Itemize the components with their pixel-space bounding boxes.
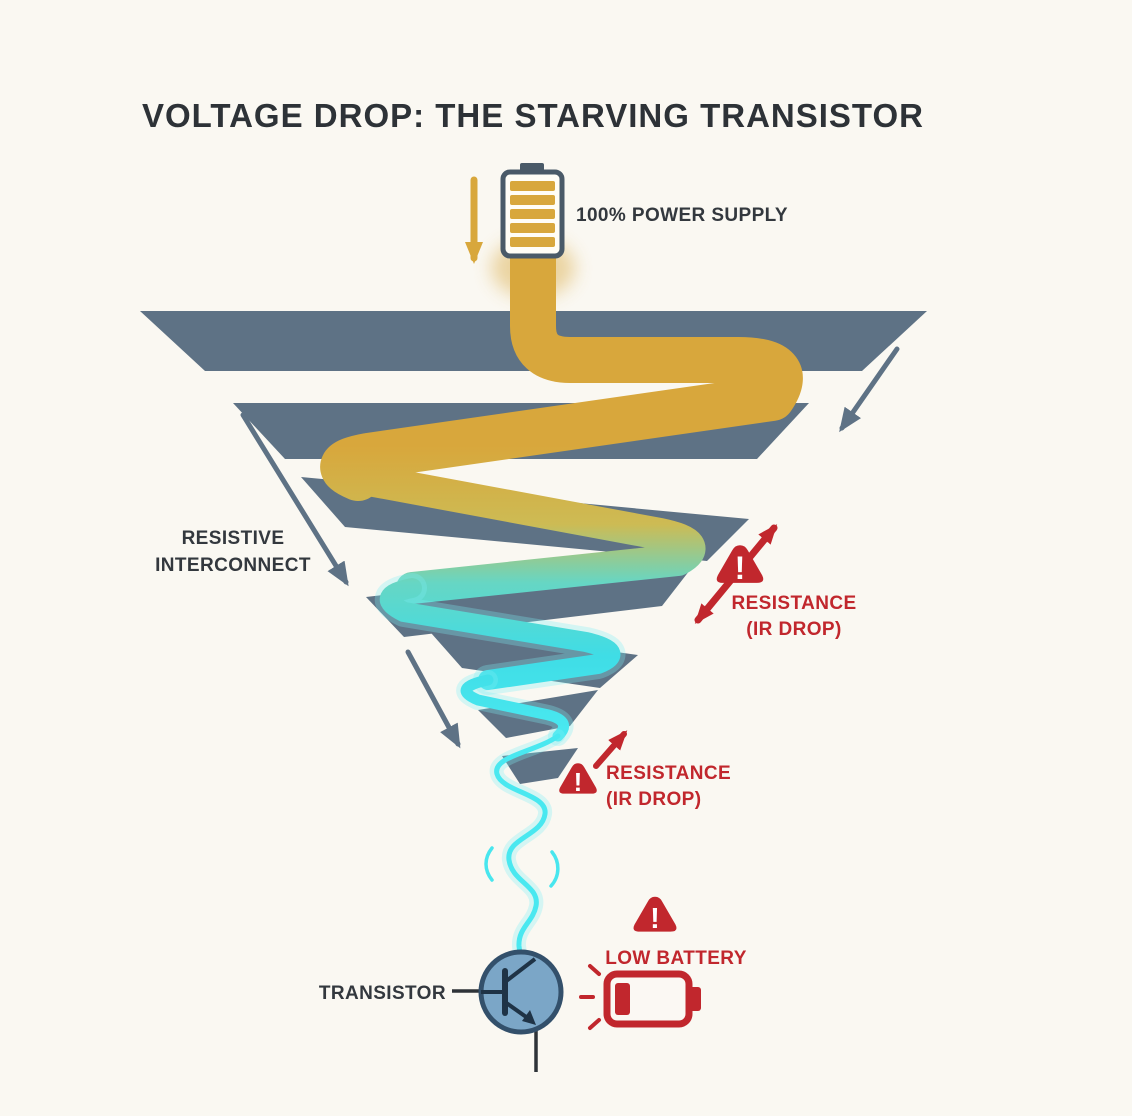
low-battery-icon <box>579 964 701 1030</box>
resistance1-line1: RESISTANCE <box>731 593 856 614</box>
full-battery-icon <box>500 163 565 259</box>
current-direction-arrows <box>240 346 900 749</box>
ribbon-segment <box>320 219 803 501</box>
ir-drop-arrow-icon <box>593 730 628 769</box>
ir-drop-callout-2: ! RESISTANCE (IR DROP) <box>559 730 731 810</box>
warning-triangle-icon: ! <box>559 763 597 797</box>
warning-triangle-icon: ! <box>716 545 764 586</box>
diagram-title: VOLTAGE DROP: THE STARVING TRANSISTOR <box>142 97 924 134</box>
resistive-interconnect-line2: INTERCONNECT <box>155 555 311 576</box>
resistance2-line2: (IR DROP) <box>606 789 701 810</box>
resistance1-line2: (IR DROP) <box>746 619 841 640</box>
ribbon-segment <box>342 462 706 604</box>
current-direction-arrow-icon <box>839 346 900 433</box>
low-battery-callout: ! LOW BATTERY <box>579 896 747 1030</box>
current-direction-arrow-icon <box>405 649 461 749</box>
transistor-symbol <box>452 949 564 1072</box>
ribbon-segment <box>494 733 561 957</box>
spark-icon <box>484 846 494 882</box>
ribbon-segment <box>460 674 569 742</box>
resistive-interconnect-label: RESISTIVE INTERCONNECT <box>155 528 311 576</box>
warning-triangle-icon: ! <box>633 896 677 935</box>
ir-drop-callout-1: ! RESISTANCE (IR DROP) <box>694 524 856 640</box>
transistor-label: TRANSISTOR <box>319 983 446 1004</box>
power-ribbon <box>320 219 803 961</box>
interconnect-layer <box>502 748 578 784</box>
spark-icon <box>549 850 560 888</box>
resistive-interconnect-line1: RESISTIVE <box>182 528 285 549</box>
power-supply-label: 100% POWER SUPPLY <box>576 205 788 226</box>
resistance2-line1: RESISTANCE <box>606 763 731 784</box>
ribbon-segment <box>380 578 621 690</box>
current-direction-arrow-icon <box>240 412 349 587</box>
warning-mark: ! <box>735 550 746 586</box>
warning-mark: ! <box>574 767 583 797</box>
warning-mark: ! <box>650 903 660 935</box>
low-battery-label: LOW BATTERY <box>605 948 747 969</box>
